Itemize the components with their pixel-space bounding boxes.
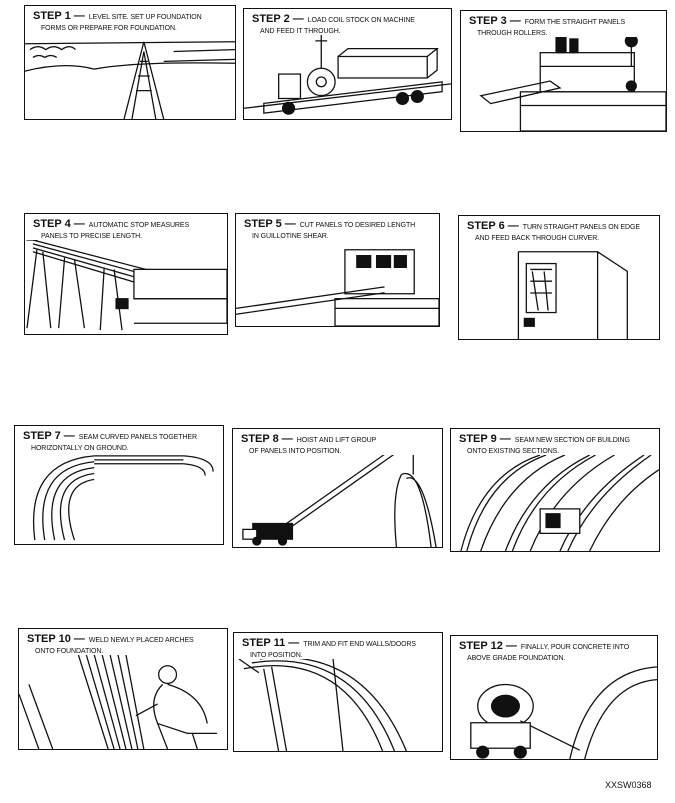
step-caption: STEP 1 —LEVEL SITE. SET UP FOUNDATION FOR…	[33, 11, 229, 34]
caption-line: LEVEL SITE. SET UP FOUNDATION	[88, 14, 202, 21]
roller-forming-machine-illustration	[461, 34, 666, 131]
step-4-panel: STEP 4 —AUTOMATIC STOP MEASURES PANELS TO…	[24, 213, 228, 335]
caption-line: OF PANELS INTO POSITION.	[249, 448, 342, 455]
caption-line: FORMS OR PREPARE FOR FOUNDATION.	[41, 25, 177, 32]
step-label: STEP 8 —	[241, 433, 293, 445]
caption-line: ONTO FOUNDATION.	[35, 648, 104, 655]
coil-loading-truck-illustration	[244, 35, 451, 119]
caption-line: FORM THE STRAIGHT PANELS	[524, 19, 626, 26]
caption-line: AND FEED BACK THROUGH CURVER.	[475, 235, 600, 242]
step-label: STEP 6 —	[467, 220, 519, 232]
caption-line: SEAM CURVED PANELS TOGETHER	[78, 434, 197, 441]
caption-line: ONTO EXISTING SECTIONS.	[467, 448, 560, 455]
step-9-panel: STEP 9 —SEAM NEW SECTION OF BUILDING ONTO…	[450, 428, 660, 552]
step-label: STEP 1 —	[33, 10, 85, 22]
step-label: STEP 4 —	[33, 218, 85, 230]
caption-line: TURN STRAIGHT PANELS ON EDGE	[522, 224, 640, 231]
step-caption: STEP 5 —CUT PANELS TO DESIRED LENGTH IN G…	[244, 219, 433, 242]
caption-line: TRIM AND FIT END WALLS/DOORS	[303, 641, 416, 648]
caption-line: INTO POSITION.	[250, 652, 303, 659]
caption-line: AND FEED IT THROUGH.	[260, 28, 341, 35]
step-10-panel: STEP 10 —WELD NEWLY PLACED ARCHES ONTO FO…	[18, 628, 228, 750]
guillotine-shear-illustration	[236, 240, 439, 326]
caption-line: THROUGH ROLLERS.	[477, 30, 548, 37]
welding-arches-illustration	[19, 654, 227, 749]
concrete-pour-illustration	[451, 662, 657, 759]
caption-line: HORIZONTALLY ON GROUND.	[31, 445, 129, 452]
caption-line: FINALLY, POUR CONCRETE INTO	[520, 644, 630, 651]
step-label: STEP 3 —	[469, 15, 521, 27]
step-caption: STEP 8 —HOIST AND LIFT GROUP OF PANELS IN…	[241, 434, 436, 457]
step-label: STEP 12 —	[459, 640, 517, 652]
foundation-site-illustration	[25, 32, 235, 119]
caption-line: PANELS TO PRECISE LENGTH.	[41, 233, 142, 240]
step-label: STEP 10 —	[27, 633, 85, 645]
caption-line: CUT PANELS TO DESIRED LENGTH	[299, 222, 416, 229]
step-5-panel: STEP 5 —CUT PANELS TO DESIRED LENGTH IN G…	[235, 213, 440, 327]
step-caption: STEP 6 —TURN STRAIGHT PANELS ON EDGE AND …	[467, 221, 653, 244]
curver-machine-illustration	[459, 242, 659, 339]
step-label: STEP 9 —	[459, 433, 511, 445]
figure-id: XXSW0368	[605, 780, 652, 790]
caption-line: AUTOMATIC STOP MEASURES	[88, 222, 190, 229]
caption-line: WELD NEWLY PLACED ARCHES	[88, 637, 194, 644]
step-caption: STEP 3 —FORM THE STRAIGHT PANELS THROUGH …	[469, 16, 660, 39]
caption-line: ABOVE GRADE FOUNDATION.	[467, 655, 566, 662]
caption-line: HOIST AND LIFT GROUP	[296, 437, 377, 444]
step-caption: STEP 10 —WELD NEWLY PLACED ARCHES ONTO FO…	[27, 634, 221, 657]
curved-panels-illustration	[15, 452, 223, 544]
step-12-panel: STEP 12 —FINALLY, POUR CONCRETE INTO ABOV…	[450, 635, 658, 760]
automatic-stop-illustration	[25, 229, 227, 334]
step-caption: STEP 2 —LOAD COIL STOCK ON MACHINE AND FE…	[252, 14, 445, 37]
crane-hoist-illustration	[233, 434, 442, 547]
caption-line: LOAD COIL STOCK ON MACHINE	[307, 17, 415, 24]
step-caption: STEP 4 —AUTOMATIC STOP MEASURES PANELS TO…	[33, 219, 221, 242]
step-caption: STEP 12 —FINALLY, POUR CONCRETE INTO ABOV…	[459, 641, 651, 664]
seaming-sections-illustration	[451, 454, 659, 551]
step-7-panel: STEP 7 —SEAM CURVED PANELS TOGETHER HORIZ…	[14, 425, 224, 545]
caption-line: SEAM NEW SECTION OF BUILDING	[514, 437, 630, 444]
step-label: STEP 7 —	[23, 430, 75, 442]
end-wall-framing-illustration	[234, 656, 442, 751]
step-label: STEP 11 —	[242, 637, 300, 649]
step-8-panel: STEP 8 —HOIST AND LIFT GROUP OF PANELS IN…	[232, 428, 443, 548]
step-6-panel: STEP 6 —TURN STRAIGHT PANELS ON EDGE AND …	[458, 215, 660, 340]
step-1-panel: STEP 1 —LEVEL SITE. SET UP FOUNDATION FOR…	[24, 5, 236, 120]
step-label: STEP 5 —	[244, 218, 296, 230]
step-caption: STEP 7 —SEAM CURVED PANELS TOGETHER HORIZ…	[23, 431, 217, 454]
step-3-panel: STEP 3 —FORM THE STRAIGHT PANELS THROUGH …	[460, 10, 667, 132]
caption-line: IN GUILLOTINE SHEAR.	[252, 233, 329, 240]
step-2-panel: STEP 2 —LOAD COIL STOCK ON MACHINE AND FE…	[243, 8, 452, 120]
step-label: STEP 2 —	[252, 13, 304, 25]
step-caption: STEP 9 —SEAM NEW SECTION OF BUILDING ONTO…	[459, 434, 653, 457]
